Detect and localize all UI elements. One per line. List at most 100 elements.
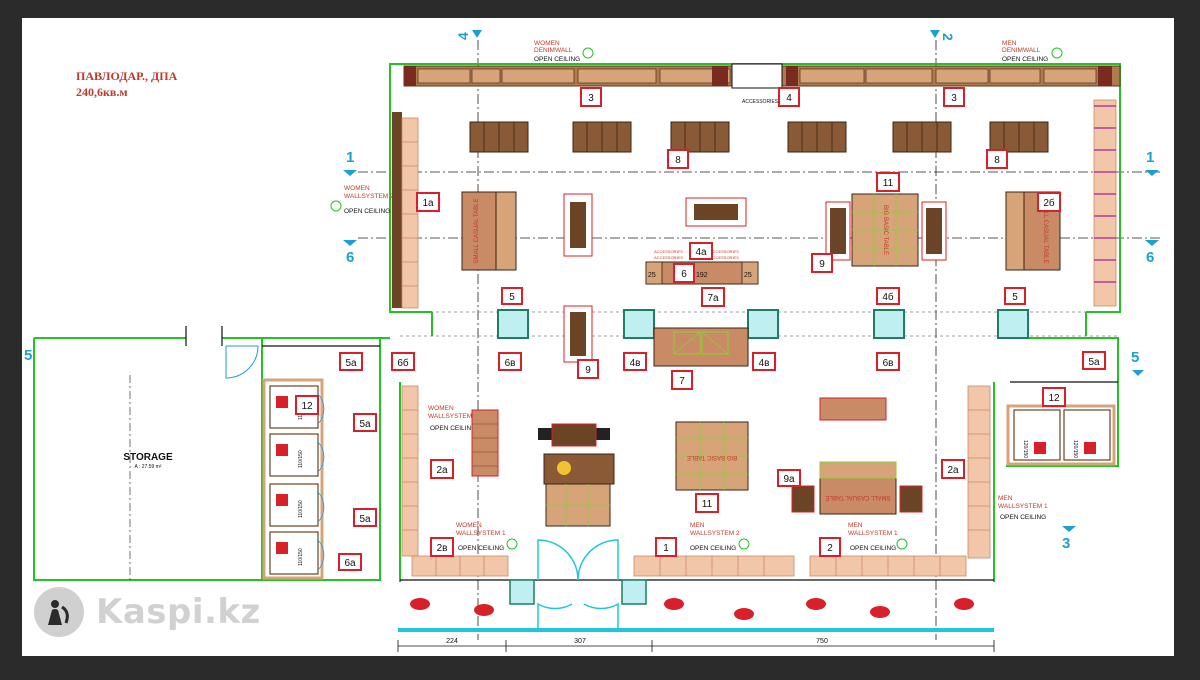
center-fixture-9 (563, 305, 593, 363)
men-ws2-label-2: WALLSYSTEM 2 (690, 530, 740, 537)
women-wall-system-mid (401, 385, 499, 557)
marker-label: 1 (663, 543, 669, 554)
marker-label: 12 (301, 401, 313, 412)
marker-5a-side: 5а (339, 352, 363, 371)
fitting-rooms-right: 120/150 120/150 (1006, 404, 1116, 466)
window-mannequins (410, 598, 974, 620)
axis-label-left-1: 1 (346, 149, 354, 166)
storage-label: STORAGE (123, 452, 173, 463)
marker-label: 2б (1043, 197, 1055, 209)
men-ws1b-label-2: WALLSYSTEM 1 (848, 530, 898, 537)
small-casual-table-text-3: SMALL CASUAL TABLE (825, 494, 890, 500)
marker-label: 7а (707, 293, 719, 304)
walls (33, 63, 1121, 582)
marker-9c: 9а (777, 469, 801, 487)
marker-7a: 7а (701, 287, 725, 307)
women-ws1-label-1: WOMEN (456, 522, 482, 529)
small-casual-table-left: SMALL CASUAL TABLE (461, 191, 517, 271)
marker-6: 6 (673, 263, 695, 283)
women-ws2-label-1: WOMEN (344, 185, 370, 192)
small-casual-table-text-2: SMALL CASUAL TABLE (1042, 198, 1048, 263)
cash-desk (538, 423, 615, 527)
marker-5a-l: 5 (501, 287, 523, 305)
marker-8b: 8 (986, 149, 1008, 169)
marker-label: 4в (759, 358, 770, 369)
storage-area: A : 27.59 m² (135, 464, 162, 470)
marker-4b-top: 4б (876, 287, 900, 305)
marker-label: 2 (827, 543, 833, 554)
svg-text:ACCESSORIES: ACCESSORIES (710, 249, 739, 254)
marker-4: 4 (778, 87, 800, 107)
big-basic-table-top: BIG BASIC TABLE (825, 193, 947, 267)
marker-3a: 3 (580, 87, 602, 107)
open-ceiling-3: OPEN CEILING (344, 208, 390, 215)
marker-label: 1а (422, 198, 434, 209)
open-ceiling-8: OPEN CEILING (1000, 514, 1046, 521)
marker-12r: 12 (1042, 387, 1066, 407)
marker-8a: 8 (667, 149, 689, 169)
small-casual-table-bottom: SMALL CASUAL TABLE (791, 461, 923, 515)
watermark-text: Kaspi.kz (96, 592, 261, 632)
fitting-label-5: 120/150 (1022, 440, 1028, 458)
fitting-label-3: 110/150 (298, 500, 304, 518)
shelf-dividers (483, 122, 1035, 152)
marker-6a: 6а (338, 553, 362, 571)
marker-label: 5а (359, 419, 371, 430)
accessory-number-3: 25 (744, 272, 752, 279)
big-basic-table-text-2: BIG BASIC TABLE (687, 454, 737, 460)
marker-9a: 9 (811, 253, 833, 273)
marker-label: 5 (1012, 292, 1018, 303)
men-denim-label-1: MEN (1002, 40, 1017, 47)
marker-2a-l: 2а (430, 459, 454, 479)
marker-11b: 11 (695, 493, 719, 513)
men-denim-label-2: DENIMWALL (1002, 47, 1041, 54)
accessory-number-2: 192 (696, 272, 708, 279)
marker-label: 6а (344, 558, 356, 569)
marker-label: 9 (585, 365, 591, 376)
marker-label: 6в (883, 358, 894, 369)
women-ws1-label-2: WALLSYSTEM 1 (456, 530, 506, 537)
right-wall-system (1093, 99, 1117, 307)
dimension-line: 224 307 750 (397, 638, 995, 652)
marker-2v: 2в (430, 537, 454, 557)
zone-labels: WOMEN DENIMWALL MEN DENIMWALL WOMEN WALL… (344, 40, 1048, 537)
marker-label: 3 (951, 93, 957, 104)
accessories-label: ACCESSORIES (742, 99, 779, 105)
entrance (398, 539, 994, 632)
men-ws1r-label-2: WALLSYSTEM 1 (998, 503, 1048, 510)
open-ceiling-6: OPEN CEILING (690, 545, 736, 552)
marker-label: 6 (681, 269, 687, 280)
display-unit-right (819, 397, 887, 421)
marker-2b-top: 2б (1037, 192, 1061, 212)
dimension-3: 750 (816, 638, 828, 645)
marker-11a: 11 (876, 172, 900, 192)
marker-label: 9 (819, 259, 825, 270)
denim-wall-top (403, 63, 1121, 89)
open-ceiling-1: OPEN CEILING (534, 56, 580, 63)
marker-1: 1 (655, 537, 677, 557)
partitions (185, 326, 1118, 581)
women-ws-mid-label-1: WOMEN (428, 405, 454, 412)
center-upper-fixtures (563, 193, 747, 257)
marker-6v-l: 6в (498, 352, 522, 371)
fitting-label-4: 110/150 (298, 548, 304, 566)
zone-badges (330, 47, 1063, 550)
center-table-7 (653, 327, 749, 367)
marker-label: 8 (994, 155, 1000, 166)
marker-4v-l: 4в (623, 352, 647, 371)
marker-6v-r: 6в (876, 352, 900, 371)
axis-label-right-5: 5 (1131, 349, 1139, 366)
marker-label: 11 (702, 499, 713, 510)
marker-5a-r: 5 (1004, 287, 1026, 305)
axis-label-right-1: 1 (1146, 149, 1154, 166)
marker-label: 5 (509, 292, 515, 303)
marker-label: 2а (436, 465, 448, 476)
marker-label: 5а (345, 358, 357, 369)
open-ceiling-7: OPEN CEILING (850, 545, 896, 552)
marker-label: 9а (783, 474, 795, 485)
axis-label-right-6: 6 (1146, 249, 1154, 266)
bottom-wall-systems (411, 555, 967, 577)
marker-label: 7 (679, 376, 685, 387)
axis-markers: 4 2 1 6 1 6 5 5 3 (24, 30, 1159, 552)
marker-label: 4 (786, 93, 792, 104)
